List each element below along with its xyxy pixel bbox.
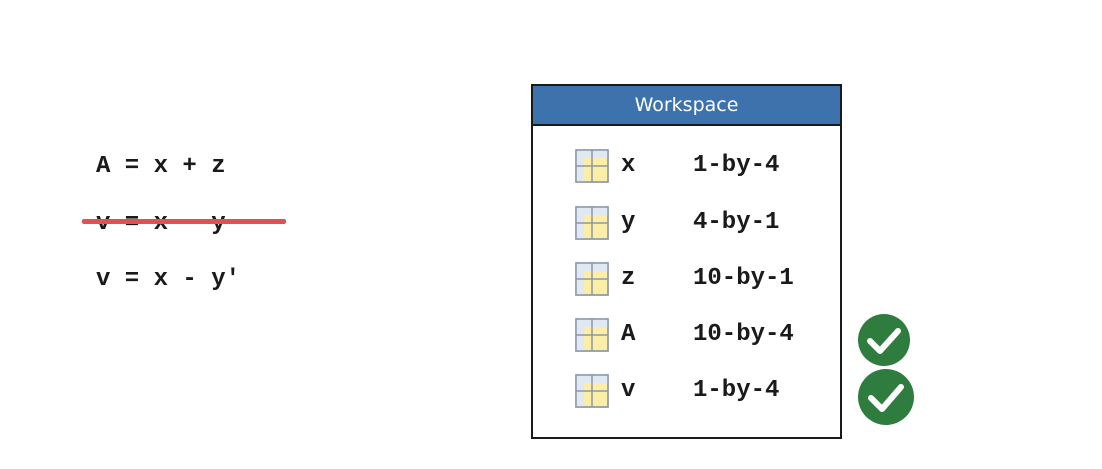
matrix-grid-icon xyxy=(575,318,609,352)
matrix-grid-icon xyxy=(575,262,609,296)
variable-name: v xyxy=(621,377,636,404)
check-circle-icon xyxy=(858,314,910,366)
matrix-grid-icon xyxy=(575,374,609,408)
matrix-grid-icon xyxy=(575,206,609,240)
variable-name: A xyxy=(621,321,636,348)
variable-size: 4-by-1 xyxy=(693,209,780,236)
variable-name: y xyxy=(621,209,636,236)
variable-size: 1-by-4 xyxy=(693,377,780,404)
strikethrough-line xyxy=(82,219,286,224)
workspace-row-z[interactable]: z 10-by-1 xyxy=(533,259,840,299)
variable-size: 10-by-1 xyxy=(693,265,794,292)
workspace-row-A[interactable]: A 10-by-4 xyxy=(533,315,840,355)
code-line-a-equals-x-plus-z: A = x + z xyxy=(96,153,226,180)
variable-name: x xyxy=(621,152,636,179)
workspace-panel: Workspace x 1-by-4 y 4- xyxy=(531,84,842,439)
check-circle-icon xyxy=(858,369,914,425)
variable-size: 1-by-4 xyxy=(693,152,780,179)
workspace-title: Workspace xyxy=(533,86,840,126)
code-line-struck-out: v = x - y xyxy=(96,210,226,238)
matrix-grid-icon xyxy=(575,149,609,183)
workspace-row-y[interactable]: y 4-by-1 xyxy=(533,203,840,243)
variable-size: 10-by-4 xyxy=(693,321,794,348)
variable-name: z xyxy=(621,265,636,292)
workspace-row-x[interactable]: x 1-by-4 xyxy=(533,146,840,186)
workspace-row-v[interactable]: v 1-by-4 xyxy=(533,371,840,411)
code-line-v-equals-x-minus-y-transpose: v = x - y′ xyxy=(96,266,241,293)
